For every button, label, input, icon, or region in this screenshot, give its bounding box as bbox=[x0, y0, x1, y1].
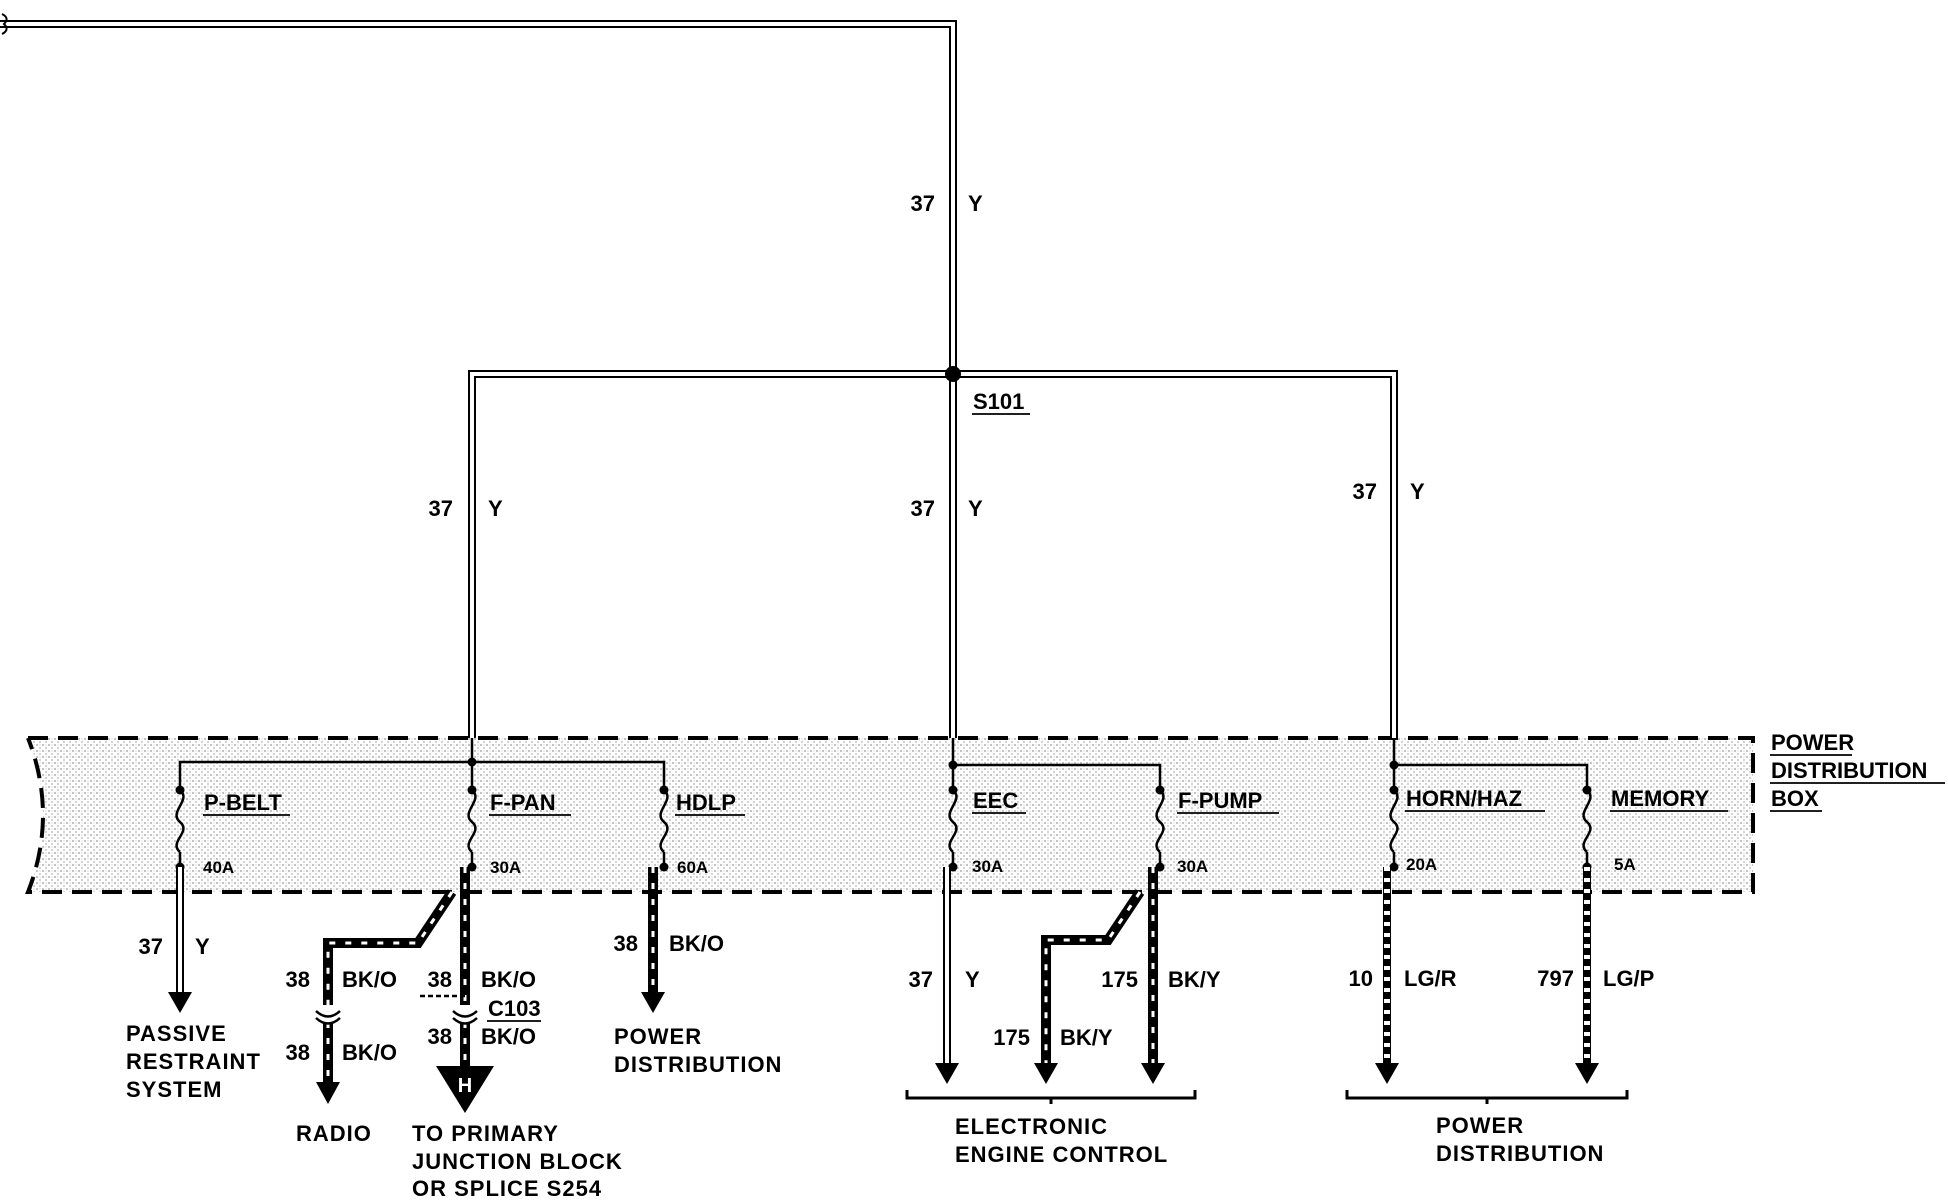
fpump-left-number: 175 bbox=[993, 1025, 1030, 1050]
dest-junction: TO PRIMARY JUNCTION BLOCK OR SPLICE S254 bbox=[412, 1121, 623, 1200]
wire-right-number: 37 bbox=[1353, 479, 1377, 504]
dest-radio: RADIO bbox=[296, 1121, 372, 1146]
fuse-name-f-pump: F-PUMP bbox=[1178, 788, 1262, 813]
wire-pbelt-out: 37 Y bbox=[139, 867, 210, 1013]
wire-fpan-left: 38 BK/O 38 BK/O bbox=[286, 889, 457, 1104]
svg-text:POWER: POWER bbox=[1436, 1113, 1524, 1138]
wire-right-color: Y bbox=[1410, 479, 1425, 504]
wire-left-number: 37 bbox=[429, 496, 453, 521]
fpan-left-color: BK/O bbox=[342, 967, 397, 992]
fuse-name-eec: EEC bbox=[973, 788, 1018, 813]
splice-label: S101 bbox=[973, 389, 1024, 414]
svg-text:JUNCTION BLOCK: JUNCTION BLOCK bbox=[412, 1149, 623, 1174]
svg-text:DISTRIBUTION: DISTRIBUTION bbox=[614, 1052, 782, 1077]
svg-text:OR SPLICE S254: OR SPLICE S254 bbox=[412, 1176, 602, 1200]
wire-37-y-horizontal-bus bbox=[468, 370, 1398, 738]
connector-wire-color: BK/O bbox=[481, 1024, 536, 1049]
fuse-hdlp: HDLP 60A bbox=[659, 785, 745, 877]
fuse-name-memory: MEMORY bbox=[1611, 786, 1710, 811]
radio-wire-number: 38 bbox=[286, 1040, 310, 1065]
wire-main-color: Y bbox=[968, 191, 983, 216]
fpan-right-color: BK/O bbox=[481, 967, 536, 992]
wire-main-number: 37 bbox=[911, 191, 935, 216]
connector-wire-number: 38 bbox=[428, 1024, 452, 1049]
fuse-memory: MEMORY 5A bbox=[1582, 785, 1728, 874]
wire-center-number: 37 bbox=[911, 496, 935, 521]
horn-wire-number: 10 bbox=[1349, 966, 1373, 991]
internal-bus bbox=[178, 738, 1589, 790]
fuse-rating-horn-haz: 20A bbox=[1406, 855, 1437, 874]
eec-wire-number: 37 bbox=[909, 967, 933, 992]
fpan-right-number: 38 bbox=[428, 967, 452, 992]
fuse-rating-eec: 30A bbox=[972, 857, 1003, 876]
svg-text:POWER: POWER bbox=[614, 1024, 702, 1049]
fuse-f-pan: F-PAN 30A bbox=[467, 785, 571, 877]
box-title: POWER DISTRIBUTION BOX bbox=[1770, 730, 1945, 812]
box-title-line3: BOX bbox=[1771, 786, 1819, 811]
fuse-rating-f-pump: 30A bbox=[1177, 857, 1208, 876]
dest-power-distribution-a: POWER DISTRIBUTION bbox=[614, 1024, 782, 1077]
wire-fpump-right: 175 BK/Y bbox=[1101, 867, 1221, 1084]
fpump-right-number: 175 bbox=[1101, 967, 1138, 992]
fuse-name-horn-haz: HORN/HAZ bbox=[1406, 786, 1522, 811]
dest-power-distribution-b: POWER DISTRIBUTION bbox=[1436, 1113, 1604, 1166]
fuse-f-pump: F-PUMP 30A bbox=[1155, 785, 1279, 876]
radio-wire-color: BK/O bbox=[342, 1040, 397, 1065]
svg-text:ELECTRONIC: ELECTRONIC bbox=[955, 1114, 1108, 1139]
wire-fpump-left: 175 BK/Y bbox=[993, 889, 1145, 1084]
box-title-line2: DISTRIBUTION bbox=[1771, 758, 1927, 783]
fuse-name-f-pan: F-PAN bbox=[490, 790, 556, 815]
splice-s101-dot bbox=[945, 366, 961, 382]
dest-eec: ELECTRONIC ENGINE CONTROL bbox=[955, 1114, 1168, 1167]
horn-wire-color: LG/R bbox=[1404, 966, 1457, 991]
fpump-left-color: BK/Y bbox=[1060, 1025, 1113, 1050]
svg-text:RESTRAINT: RESTRAINT bbox=[126, 1049, 261, 1074]
hdlp-wire-number: 38 bbox=[614, 931, 638, 956]
svg-text:TO PRIMARY: TO PRIMARY bbox=[412, 1121, 559, 1146]
svg-text:PASSIVE: PASSIVE bbox=[126, 1021, 227, 1046]
memory-wire-number: 797 bbox=[1537, 966, 1574, 991]
dest-passive-restraint: PASSIVE RESTRAINT SYSTEM bbox=[126, 1021, 261, 1102]
bracket-power-dist-b bbox=[1345, 1090, 1629, 1104]
fuse-name-hdlp: HDLP bbox=[676, 790, 736, 815]
fuse-name-p-belt: P-BELT bbox=[204, 790, 282, 815]
pbelt-wire-number: 37 bbox=[139, 934, 163, 959]
fuse-rating-memory: 5A bbox=[1614, 855, 1636, 874]
fuse-eec: EEC 30A bbox=[948, 785, 1026, 876]
wire-hdlp-out: 38 BK/O bbox=[614, 867, 724, 1013]
ref-letter: H bbox=[458, 1075, 472, 1097]
wire-37-y-main bbox=[0, 13, 957, 375]
bracket-eec bbox=[905, 1090, 1197, 1104]
fpan-left-number: 38 bbox=[286, 967, 310, 992]
wire-left-color: Y bbox=[488, 496, 503, 521]
eec-wire-color: Y bbox=[965, 967, 980, 992]
fuse-rating-f-pan: 30A bbox=[490, 858, 521, 877]
wire-center-color: Y bbox=[968, 496, 983, 521]
svg-text:SYSTEM: SYSTEM bbox=[126, 1077, 222, 1102]
wire-fpan-right: H 38 BK/O C103 38 BK/O bbox=[420, 867, 541, 1113]
fpump-right-color: BK/Y bbox=[1168, 967, 1221, 992]
wire-memory-out: 797 LG/P bbox=[1537, 867, 1654, 1084]
svg-text:DISTRIBUTION: DISTRIBUTION bbox=[1436, 1141, 1604, 1166]
svg-text:ENGINE CONTROL: ENGINE CONTROL bbox=[955, 1142, 1168, 1167]
svg-text:RADIO: RADIO bbox=[296, 1121, 372, 1146]
fuse-rating-p-belt: 40A bbox=[203, 858, 234, 877]
memory-wire-color: LG/P bbox=[1603, 966, 1654, 991]
wire-eec-out: 37 Y bbox=[909, 867, 980, 1084]
power-distribution-box bbox=[25, 736, 1755, 894]
fuse-horn-haz: HORN/HAZ 20A bbox=[1389, 785, 1545, 874]
pbelt-wire-color: Y bbox=[195, 934, 210, 959]
box-title-line1: POWER bbox=[1771, 730, 1854, 755]
connector-label: C103 bbox=[488, 996, 541, 1021]
hdlp-wire-color: BK/O bbox=[669, 931, 724, 956]
fuse-rating-hdlp: 60A bbox=[677, 858, 708, 877]
wire-horn-out: 10 LG/R bbox=[1349, 867, 1457, 1084]
